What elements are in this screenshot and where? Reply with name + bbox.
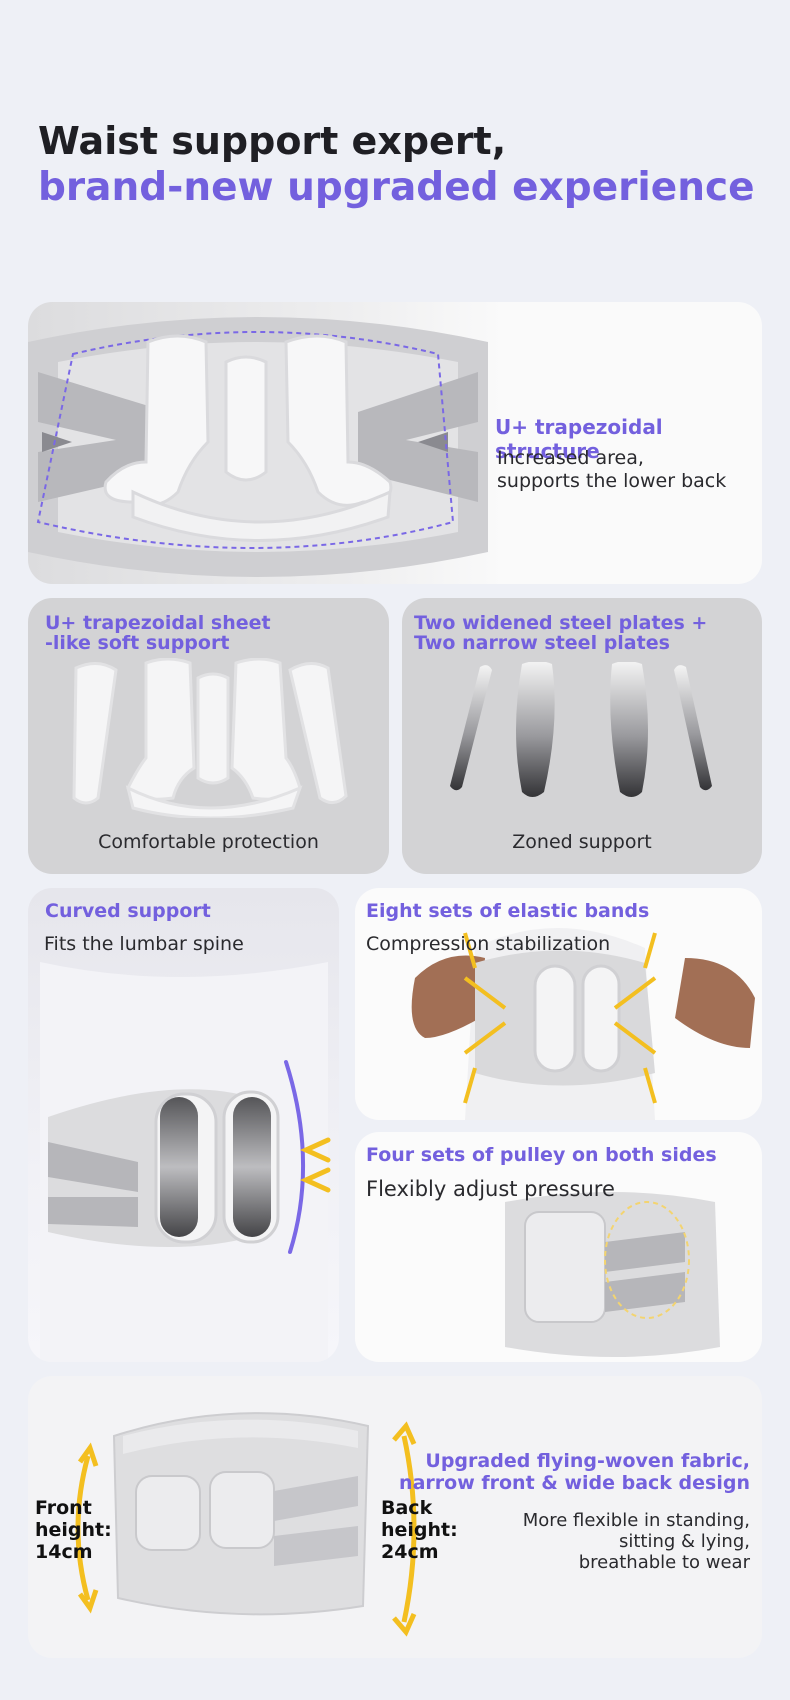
pulley-illustration: [505, 1192, 720, 1357]
fabric-title-line-2: narrow front & wide back design: [399, 1472, 750, 1494]
elastic-bands-card: Eight sets of elastic bands Compression …: [355, 888, 762, 1120]
steel-plates-title-line-2: Two narrow steel plates: [414, 632, 670, 654]
fabric-desc-line-1: More flexible in standing,: [522, 1510, 750, 1531]
steel-plates-caption: Zoned support: [512, 831, 652, 853]
back-height-line-2: height:: [381, 1519, 458, 1541]
fabric-desc-line-3: breathable to wear: [578, 1552, 750, 1573]
hero-desc-line-2: supports the lower back: [497, 470, 727, 492]
soft-support-caption: Comfortable protection: [98, 831, 319, 853]
steel-plates-card: Two widened steel plates + Two narrow st…: [402, 598, 762, 874]
elastic-bands-illustration: [411, 928, 755, 1120]
steel-plates-title-line-1: Two widened steel plates +: [414, 612, 708, 634]
elastic-bands-title: Eight sets of elastic bands: [366, 900, 650, 922]
soft-support-title-line-2: -like soft support: [45, 632, 230, 654]
hero-title: U+ trapezoidal structure: [495, 415, 663, 463]
pulley-card: Four sets of pulley on both sides Flexib…: [355, 1132, 762, 1362]
soft-support-card: U+ trapezoidal sheet -like soft support …: [28, 598, 389, 874]
elastic-bands-desc: Compression stabilization: [366, 933, 611, 955]
front-height-line-3: 14cm: [35, 1541, 93, 1563]
fabric-desc-line-2: sitting & lying,: [618, 1531, 750, 1552]
curved-support-illustration: [40, 962, 331, 1362]
fabric-title-line-1: Upgraded flying-woven fabric,: [425, 1450, 750, 1472]
back-height-line-3: 24cm: [381, 1541, 439, 1563]
pulley-desc: Flexibly adjust pressure: [366, 1177, 615, 1201]
front-height-line-2: height:: [35, 1519, 112, 1541]
fabric-belt-illustration: [75, 1412, 417, 1637]
curved-support-card: Curved support Fits the lumbar spine: [28, 888, 339, 1362]
steel-plates-illustration: [450, 662, 712, 797]
curved-support-desc: Fits the lumbar spine: [44, 933, 244, 955]
front-height-line-1: Front: [35, 1497, 92, 1519]
page-headline: Waist support expert, brand-new upgraded…: [38, 118, 755, 212]
headline-line-2: brand-new upgraded experience: [38, 165, 755, 211]
hero-card: U+ trapezoidal structure Increased area,…: [28, 302, 762, 584]
soft-pad-illustration: [72, 658, 348, 818]
back-height-line-1: Back: [381, 1497, 433, 1519]
curved-support-title: Curved support: [45, 900, 211, 922]
pulley-title: Four sets of pulley on both sides: [366, 1144, 717, 1166]
belt-illustration: [28, 317, 488, 577]
soft-support-title-line-1: U+ trapezoidal sheet: [45, 612, 271, 634]
headline-line-1: Waist support expert,: [38, 119, 507, 163]
hero-desc-line-1: Increased area,: [497, 447, 644, 469]
fabric-card: Front height: 14cm Back height: 24cm Upg…: [28, 1376, 762, 1658]
